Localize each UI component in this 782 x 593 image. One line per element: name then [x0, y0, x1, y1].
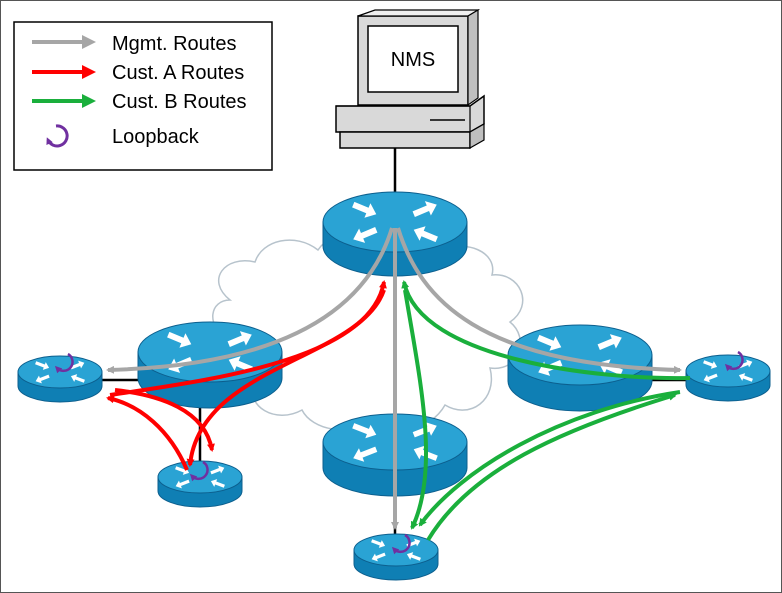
router-arrow-icon — [35, 361, 50, 370]
router-arrow-icon — [227, 331, 252, 347]
router-arrow-icon — [738, 373, 753, 382]
custB-route-to-hub — [401, 280, 691, 381]
mgmt-route-right — [396, 227, 682, 374]
custA-routes — [106, 280, 387, 471]
custA-route-hub-to-bottom — [186, 289, 386, 467]
router-arrow-icon — [352, 201, 377, 218]
loopback-icon — [391, 533, 411, 555]
router-ce-bottom-left — [157, 460, 243, 508]
custA-route-left-1 — [106, 395, 189, 471]
router-arrow-icon — [413, 226, 438, 243]
loopback-icon — [189, 460, 209, 482]
router-ce-left — [17, 355, 103, 403]
router-arrow-icon — [210, 465, 225, 475]
loopback-icon — [46, 124, 69, 148]
mgmt-routes — [106, 227, 682, 530]
legend-loopback-label: Loopback — [112, 126, 200, 148]
nms-label: NMS — [391, 49, 435, 71]
router-arrow-icon — [210, 479, 225, 488]
mgmt-route-left — [106, 227, 394, 374]
router-arrow-icon — [353, 446, 378, 462]
legend-custA-label: Cust. A Routes — [112, 62, 244, 84]
router-arrow-icon — [703, 373, 718, 383]
router-arrow-icon — [70, 374, 85, 383]
router-arrow-icon — [167, 331, 192, 348]
router-arrow-icon — [175, 479, 190, 489]
router-pe-right — [507, 324, 653, 412]
router-arrow-icon — [537, 334, 562, 351]
nms-workstation: NMS — [335, 8, 485, 150]
router-arrow-icon — [597, 334, 622, 350]
router-arrow-icon — [371, 552, 386, 562]
loopback-icon — [724, 350, 744, 372]
legend: Mgmt. Routes Cust. A Routes Cust. B Rout… — [13, 21, 273, 171]
legend-mgmt-label: Mgmt. Routes — [112, 33, 236, 55]
router-arrow-icon — [353, 227, 378, 243]
custB-route-hub-to-bottom — [403, 289, 429, 530]
router-arrow-icon — [406, 552, 421, 561]
custB-routes — [401, 280, 691, 542]
router-ce-right — [685, 354, 771, 402]
custA-route-to-bottom — [114, 388, 215, 452]
router-arrow-icon — [412, 201, 437, 217]
router-arrow-icon — [35, 374, 50, 384]
router-arrow-icon — [738, 359, 753, 369]
nms-screen — [367, 25, 459, 93]
router-arrow-icon — [371, 539, 386, 548]
router-arrow-icon — [228, 356, 253, 373]
custB-route-bottom-up — [418, 390, 681, 527]
router-arrow-icon — [352, 423, 377, 439]
legend-custB-label: Cust. B Routes — [112, 91, 247, 113]
loopbacks — [54, 350, 744, 555]
custB-route-right-1 — [426, 392, 677, 542]
router-arrow-icon — [703, 360, 718, 369]
loopback-icon — [54, 352, 74, 374]
router-arrow-icon — [70, 360, 85, 370]
router-ce-bottom — [353, 533, 439, 581]
